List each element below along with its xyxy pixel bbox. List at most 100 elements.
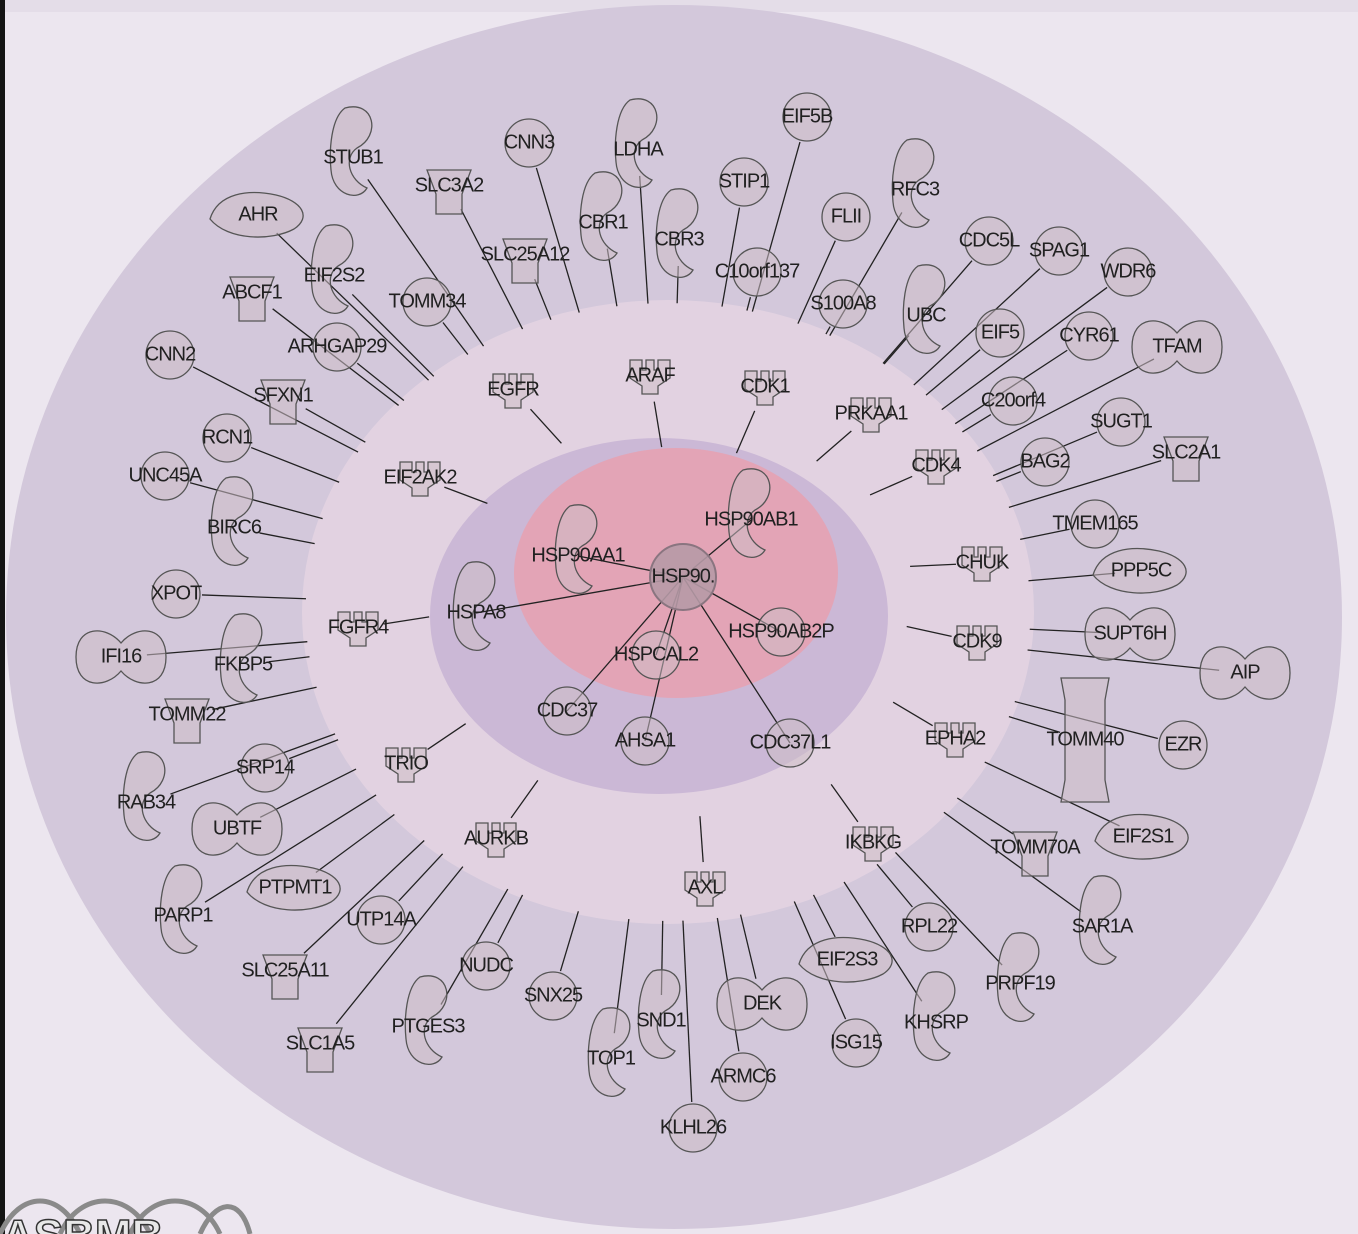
node-dek: DEK	[716, 977, 808, 1031]
node-shape	[975, 308, 1025, 358]
node-label: CDK4	[911, 454, 961, 476]
node-shape	[782, 92, 832, 142]
node-supt6h: SUPT6H	[1084, 607, 1176, 661]
node-shape	[831, 1018, 881, 1068]
node-label: CDC5L	[959, 229, 1020, 251]
node-shape	[122, 751, 166, 841]
node-label: UBTF	[213, 817, 262, 839]
node-label: PTGES3	[392, 1015, 466, 1037]
edge	[383, 616, 430, 625]
edge	[289, 739, 339, 760]
node-label: STUB1	[323, 146, 383, 168]
node-xpot: XPOT	[151, 569, 203, 619]
node-slc25a11: SLC25A11	[241, 954, 330, 1000]
node-shape	[164, 698, 210, 744]
edge	[1008, 716, 1061, 733]
node-ubc: UBC	[902, 264, 947, 354]
node-label: SLC25A12	[481, 243, 571, 265]
node-ezr: EZR	[1158, 720, 1208, 770]
node-rcn1: RCN1	[202, 413, 254, 463]
node-label: FLII	[831, 205, 861, 227]
node-shape	[399, 461, 441, 497]
node-hsp90aa1: HSP90AA1	[531, 504, 626, 594]
node-shape	[631, 630, 681, 680]
node-shape	[262, 954, 308, 1000]
node-slc25a12: SLC25A12	[481, 238, 571, 284]
edge	[534, 278, 552, 320]
node-shape	[246, 864, 341, 911]
edge	[962, 414, 992, 433]
node-cdk4: CDK4	[911, 449, 963, 485]
node-cbr3: CBR3	[654, 188, 706, 278]
edge	[956, 797, 1014, 835]
edge	[825, 326, 831, 335]
node-shape	[229, 276, 275, 322]
node-shape	[542, 686, 592, 736]
node-shape	[1096, 397, 1146, 447]
node-label: TRIO	[384, 752, 428, 774]
node-label: PTPMT1	[259, 876, 333, 898]
edge	[444, 486, 488, 504]
node-cbr1: CBR1	[578, 171, 630, 261]
node-shape	[202, 413, 252, 463]
node-shape	[159, 864, 203, 954]
node-shape	[956, 625, 998, 661]
node-shape	[1064, 311, 1114, 361]
node-label: PARP1	[153, 904, 213, 926]
edge	[559, 911, 579, 972]
node-slc3a2: SLC3A2	[415, 169, 485, 215]
node-hspa8: HSPA8	[446, 561, 507, 651]
node-label: WDR6	[1101, 260, 1157, 282]
node-shape	[191, 802, 283, 856]
node-rab34: RAB34	[117, 751, 177, 841]
edge	[639, 175, 649, 304]
node-label: CNN2	[145, 343, 196, 365]
node-fkbp5: FKBP5	[214, 613, 274, 703]
node-shape	[902, 264, 946, 354]
node-rfc3: RFC3	[891, 138, 941, 228]
node-label: CNN3	[504, 131, 555, 153]
node-label: SLC1A5	[286, 1032, 355, 1054]
node-slc1a5: SLC1A5	[286, 1027, 356, 1073]
edge	[976, 358, 1155, 452]
node-label: TOMM40	[1047, 728, 1125, 750]
edge	[250, 446, 340, 483]
node-cyr61: CYR61	[1059, 311, 1121, 361]
node-label: BAG2	[1020, 450, 1070, 472]
node-eif2s2: EIF2S2	[304, 224, 366, 314]
node-sar1a: SAR1A	[1072, 875, 1135, 965]
node-chuk: CHUK	[956, 546, 1011, 582]
node-label: EIF2S2	[304, 264, 366, 286]
node-tomm40: TOMM40	[1047, 677, 1125, 803]
node-armc6: ARMC6	[710, 1052, 777, 1102]
node-shape	[637, 969, 681, 1059]
node-rpl22: RPL22	[901, 902, 959, 952]
node-flii: FLII	[821, 192, 871, 242]
edge	[201, 594, 307, 600]
node-cdc5l: CDC5L	[959, 216, 1021, 266]
node-utp14a: UTP14A	[346, 895, 418, 945]
edge	[996, 471, 1022, 482]
node-shape	[996, 932, 1040, 1022]
node-eif2ak2: EIF2AK2	[383, 461, 458, 497]
node-label: AHSA1	[615, 729, 676, 751]
node-shape	[818, 279, 868, 329]
node-shape	[1163, 436, 1209, 482]
node-snx25: SNX25	[524, 971, 584, 1021]
node-label: RPL22	[901, 915, 958, 937]
node-label: ARMC6	[710, 1065, 776, 1087]
node-tfam: TFAM	[1131, 320, 1223, 374]
node-shape	[988, 376, 1038, 426]
node-shape	[385, 747, 427, 783]
node-label: DEK	[743, 992, 783, 1014]
node-shape	[934, 722, 976, 758]
node-label: EIF5B	[782, 105, 833, 127]
node-label: KHSRP	[904, 1011, 969, 1033]
edge	[910, 563, 957, 568]
node-birc6: BIRC6	[207, 476, 263, 566]
edge	[460, 208, 524, 330]
node-label: RCN1	[202, 426, 253, 448]
node-label: PRPF19	[985, 972, 1055, 994]
node-snd1: SND1	[636, 969, 688, 1059]
node-s100a8: S100A8	[810, 279, 877, 329]
